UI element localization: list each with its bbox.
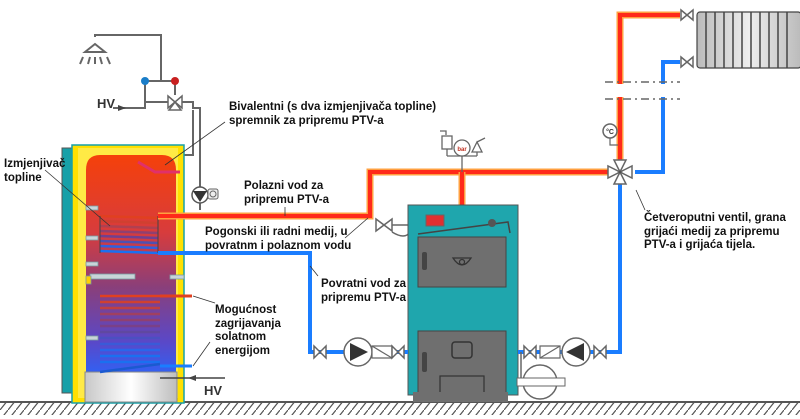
radiator-return-pipe (635, 60, 680, 174)
safety-group-icon (440, 130, 486, 172)
heat-exchanger-label-line-2: topline (4, 171, 42, 184)
cold-water-inlet-bottom-label: HV (204, 383, 223, 398)
four-way-valve-label-line-1: Četveroputni ventil, grana (644, 212, 786, 224)
boiler-pump-left-icon (313, 337, 405, 367)
cold-water-inlet-top-label: HV (97, 96, 116, 111)
cold-inlet-bottom (160, 375, 225, 381)
radiator-supply-pipe (616, 11, 680, 165)
solar-label-line-3: solatnom (215, 331, 267, 343)
solar-label-line-1: Mogućnost (215, 304, 277, 316)
thermometer-label: °C (606, 128, 614, 136)
supply-line-label-line-1: Polazni vod za (244, 180, 324, 192)
expansion-vessel-icon (516, 352, 566, 400)
thermometer-icon (602, 123, 618, 146)
upper-heat-exchanger-coil (99, 214, 159, 255)
four-way-valve-label-line-2: grijaći medij za pripremu (644, 225, 780, 238)
mixing-valve-icon (167, 94, 183, 111)
ground (0, 401, 800, 415)
tank-label-line-1: Bivalentni (s dva izmjenjivača topline) (229, 101, 437, 113)
four-way-valve-label-line-3: PTV-a i grijaća tijela. (644, 239, 756, 251)
boiler-pump-right-icon (523, 337, 607, 367)
return-line-label-line-1: Povratni vod za (321, 278, 406, 290)
bivalent-tank (61, 144, 185, 404)
boiler-flow-right (518, 182, 622, 354)
pipe-break-lines (605, 81, 680, 100)
solar-label: Mogućnost zagrijavanja solatnom energijo… (215, 304, 281, 358)
solid-fuel-boiler-icon (407, 204, 519, 402)
solar-label-line-4: energijom (215, 344, 270, 357)
tank-label: Bivalentni (s dva izmjenjivača topline) … (229, 101, 436, 128)
cold-tap-icon (141, 77, 149, 85)
hot-tap-icon (171, 77, 179, 85)
supply-line-label: Polazni vod za pripremu PTV-a (244, 180, 329, 207)
safety-valve-icon (375, 217, 411, 237)
radiator-valve-bottom-icon (680, 55, 694, 69)
solar-heat-exchanger-coil (99, 294, 161, 374)
return-line-label-line-2: pripremu PTV-a (321, 291, 406, 304)
leader-lines (44, 121, 646, 367)
solar-label-line-2: zagrijavanja (215, 317, 281, 330)
return-line-label: Povratni vod za pripremu PTV-a (321, 278, 406, 305)
four-way-valve-icon (607, 159, 633, 185)
heat-exchanger-label-line-1: Izmjenjivač (4, 158, 66, 170)
tank-label-line-2: spremnik za pripremu PTV-a (229, 114, 384, 127)
shower-icon (79, 42, 111, 65)
working-medium-label-line-2: povratnm i polaznom vodu (205, 239, 352, 252)
radiator-valve-top-icon (680, 8, 694, 22)
radiator-icon (696, 11, 800, 69)
cold-inlet-arrow-top (118, 105, 126, 111)
four-way-valve-label: Četveroputni ventil, grana grijaći medij… (644, 212, 786, 253)
supply-line-label-line-2: pripremu PTV-a (244, 193, 329, 206)
heat-exchanger-label: Izmjenjivač topline (4, 158, 65, 185)
pressure-gauge-label: bar (457, 147, 467, 153)
dhw-circulation-pump-icon (191, 175, 219, 210)
dhw-supply-pipe (158, 168, 615, 220)
working-medium-label-line-1: Pogonski ili radni medij, u (205, 226, 348, 238)
working-medium-label: Pogonski ili radni medij, u povratnm i p… (205, 226, 351, 253)
sensor-pockets (85, 205, 185, 341)
